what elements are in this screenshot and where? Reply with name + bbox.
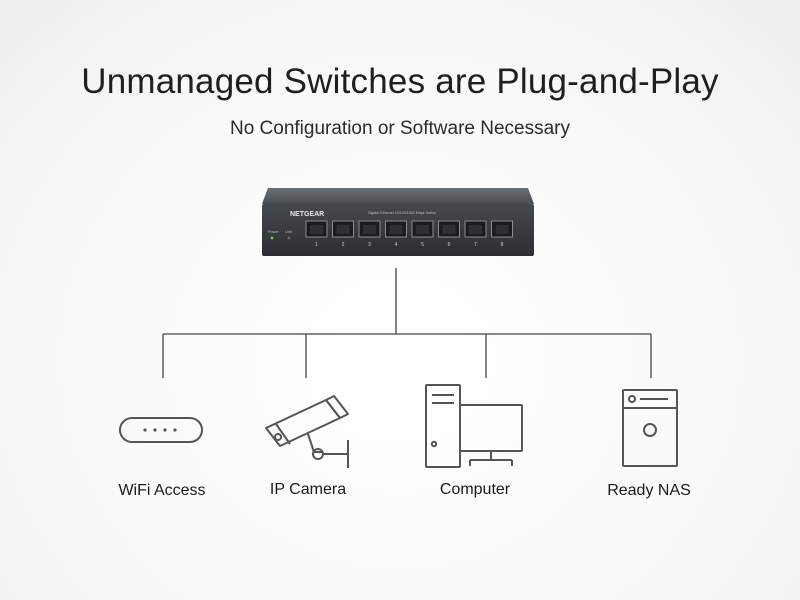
port-number: 2 [342, 242, 345, 248]
ethernet-port-socket [336, 225, 350, 234]
computer-tower [425, 384, 461, 468]
port-number: 7 [474, 242, 477, 248]
ethernet-port-socket [363, 225, 376, 234]
led-label-power: Power [268, 230, 279, 234]
led-label-link: Link [285, 230, 292, 234]
port-number: 1 [315, 242, 318, 248]
device-label-computer: Computer [439, 481, 511, 498]
device-label-wifi-access: WiFi Access [118, 482, 206, 499]
camera-lens [274, 433, 282, 441]
wifi-dot-4 [173, 428, 177, 432]
port-number: 4 [395, 242, 398, 248]
wifi-dot-1 [143, 428, 147, 432]
switch-brand: NETGEAR [290, 211, 324, 218]
ethernet-port-socket [389, 225, 403, 234]
ethernet-port-socket [416, 225, 429, 234]
nas-drive-button [643, 423, 657, 437]
ethernet-port-socket [442, 225, 456, 234]
port-number: 3 [368, 242, 371, 248]
switch-ports: 1 2 3 4 5 6 7 8 [305, 220, 513, 248]
switch-top-panel [262, 188, 534, 204]
connection-lines [162, 268, 652, 378]
link-led [287, 236, 291, 240]
ethernet-port-socket [310, 225, 323, 234]
switch-model-text: Gigabit Ethernet 10/100/1000 Mbps Switch [368, 211, 436, 215]
device-label-ip-camera: IP Camera [269, 481, 347, 498]
wifi-access-point-icon [119, 417, 203, 443]
camera-lens-hood [325, 395, 349, 419]
computer-monitor [459, 404, 523, 452]
nas-status-light [628, 395, 636, 403]
ready-nas-icon [622, 389, 678, 467]
page-subtitle: No Configuration or Software Necessary [229, 118, 571, 139]
page-title: Unmanaged Switches are Plug-and-Play [81, 62, 719, 101]
nas-chassis [622, 389, 678, 467]
network-switch: NETGEAR Gigabit Ethernet 10/100/1000 Mbp… [262, 188, 534, 256]
computer-power-button [430, 440, 438, 448]
port-number: 6 [448, 242, 451, 248]
ethernet-port-socket [495, 225, 509, 234]
camera-body-line [275, 423, 291, 445]
wifi-dot-2 [153, 428, 157, 432]
camera-mount-joint [312, 448, 324, 460]
port-number: 5 [421, 242, 424, 248]
ip-camera-icon [265, 395, 349, 468]
wifi-dot-3 [163, 428, 167, 432]
computer-icon [425, 384, 523, 468]
power-led [270, 236, 274, 240]
ethernet-port-socket [469, 225, 482, 234]
wifi-access-point-body [119, 417, 203, 443]
device-label-ready-nas: Ready NAS [607, 482, 691, 499]
port-number: 8 [501, 242, 504, 248]
